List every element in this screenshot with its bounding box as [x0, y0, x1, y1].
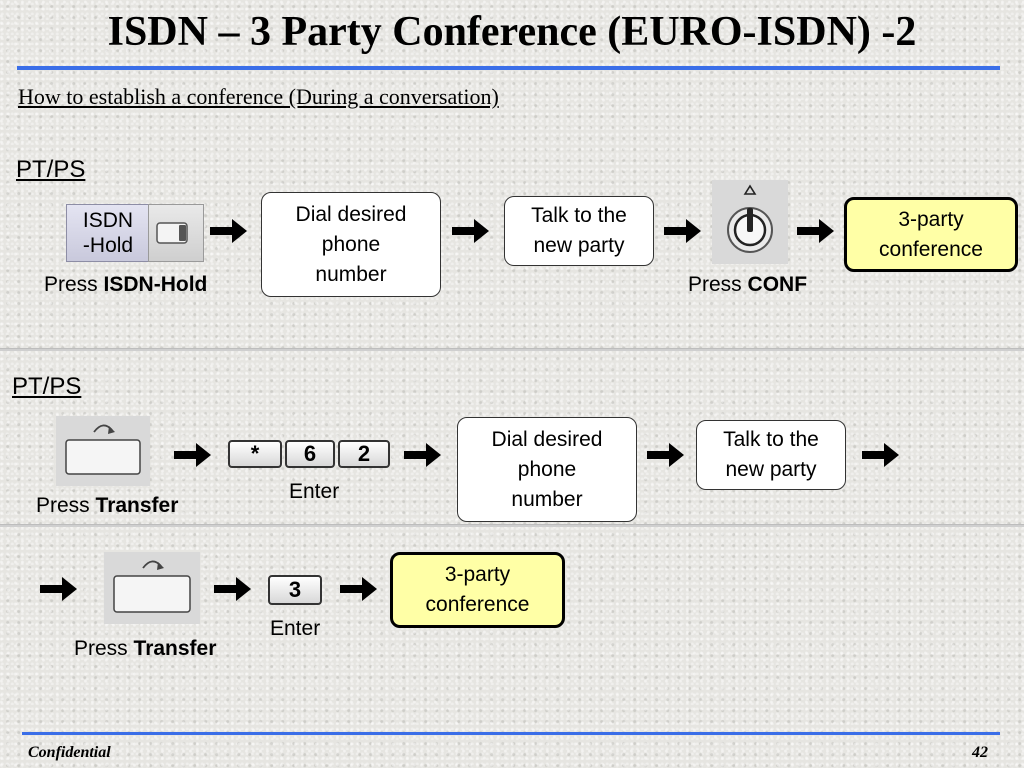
section-divider [0, 524, 1024, 527]
step-talk-line2: new party [725, 458, 817, 481]
arrow-icon [210, 218, 248, 244]
digit-6-key: 6 [285, 440, 335, 468]
step-talk-line1: Talk to the [723, 428, 819, 451]
result-line2: conference [425, 593, 530, 616]
press-prefix: Press [44, 273, 98, 296]
transfer-key-icon [104, 552, 200, 624]
arrow-icon [40, 576, 78, 602]
step-dial-line3: number [315, 262, 387, 286]
title-rule [17, 66, 1000, 70]
arrow-icon [664, 218, 702, 244]
step-talk-new-party: Talk to the new party [696, 420, 846, 490]
step-dial-line1: Dial desired [295, 202, 407, 226]
arrow-icon [174, 442, 212, 468]
arrow-icon [862, 442, 900, 468]
step-talk-line1: Talk to the [531, 204, 627, 227]
isdn-hold-key-label: ISDN-Hold [66, 204, 150, 262]
press-transfer-caption: Press Transfer [74, 637, 216, 661]
arrow-icon [404, 442, 442, 468]
result-line1: 3-party [898, 207, 964, 231]
arrow-icon [452, 218, 490, 244]
step-dial-line3: number [511, 487, 583, 511]
section2-heading: PT/PS [12, 373, 82, 400]
step-dial-line1: Dial desired [491, 427, 603, 451]
page-title: ISDN – 3 Party Conference (EURO-ISDN) -2 [107, 9, 917, 55]
transfer-key-name: Transfer [95, 494, 179, 517]
conf-key-name: CONF [747, 273, 808, 296]
step-talk-line2: new party [533, 234, 625, 257]
step-talk-new-party: Talk to the new party [504, 196, 654, 266]
footer-confidential: Confidential [28, 744, 111, 761]
transfer-key-icon [56, 416, 150, 486]
step-dial-number: Dial desired phone number [261, 192, 441, 297]
result-line1: 3-party [444, 563, 511, 586]
section-divider [0, 348, 1024, 351]
arrow-icon [797, 218, 835, 244]
page-subtitle: How to establish a conference (During a … [18, 84, 499, 109]
press-isdn-hold-caption: Press ISDN-Hold [44, 273, 207, 297]
digit-3-key: 3 [268, 575, 322, 605]
conf-key-icon [712, 180, 788, 264]
isdn-hold-label-line2: -Hold [82, 234, 134, 257]
press-prefix: Press [36, 494, 90, 517]
step-dial-number: Dial desired phone number [457, 417, 637, 522]
page-number: 42 [972, 744, 988, 761]
result-3-party-conference: 3-party conference [844, 197, 1018, 272]
press-prefix: Press [688, 273, 742, 296]
step-dial-line2: phone [321, 232, 381, 256]
press-transfer-caption: Press Transfer [36, 494, 178, 518]
result-line2: conference [879, 237, 983, 261]
result-3-party-conference: 3-party conference [390, 552, 565, 628]
isdn-hold-button-icon [148, 204, 204, 262]
transfer-key-name: Transfer [133, 637, 217, 660]
arrow-icon [214, 576, 252, 602]
isdn-hold-key-name: ISDN-Hold [103, 273, 208, 296]
arrow-icon [647, 442, 685, 468]
press-conf-caption: Press CONF [688, 273, 807, 297]
press-prefix: Press [74, 637, 128, 660]
enter-caption: Enter [270, 617, 321, 640]
enter-caption: Enter [289, 480, 340, 503]
step-dial-line2: phone [517, 457, 577, 481]
digit-2-key: 2 [338, 440, 390, 468]
isdn-hold-label-line1: ISDN [82, 209, 134, 232]
arrow-icon [340, 576, 378, 602]
star-key: * [228, 440, 282, 468]
section1-heading: PT/PS [16, 156, 86, 183]
footer-rule [22, 732, 1000, 735]
